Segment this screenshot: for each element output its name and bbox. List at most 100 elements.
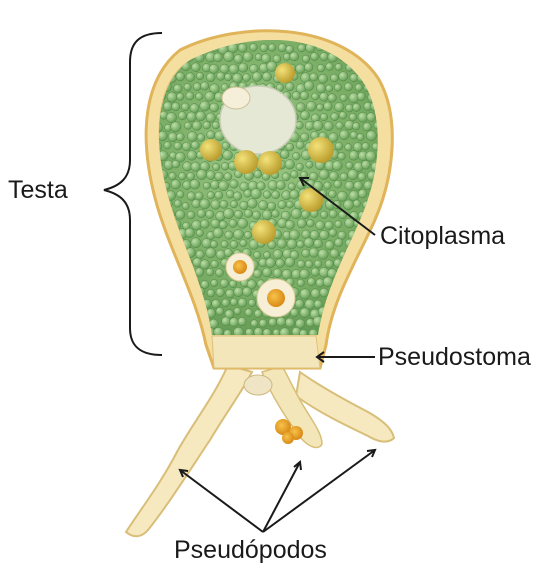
green-vesicle — [195, 268, 204, 277]
green-vesicle — [211, 260, 219, 268]
green-vesicle — [376, 328, 386, 338]
green-vesicle — [171, 277, 181, 287]
green-vesicle — [200, 260, 210, 270]
green-vesicle — [278, 43, 286, 51]
green-vesicle — [340, 94, 347, 101]
green-vesicle — [176, 329, 184, 337]
green-vesicle — [229, 318, 238, 327]
green-vesicle — [353, 43, 363, 53]
green-vesicle — [302, 249, 310, 257]
green-vesicle — [181, 300, 190, 309]
green-vesicle — [340, 173, 348, 181]
green-vesicle — [300, 91, 309, 100]
yellow-body — [275, 63, 295, 83]
food-vacuole-orange — [267, 289, 285, 307]
green-vesicle — [332, 161, 342, 171]
green-vesicle — [285, 220, 294, 229]
green-vesicle — [367, 113, 376, 122]
green-vesicle — [244, 209, 252, 217]
green-vesicle — [329, 229, 337, 237]
green-vesicle — [223, 208, 233, 218]
green-vesicle — [250, 43, 258, 51]
green-vesicle — [252, 211, 260, 219]
green-vesicle — [290, 52, 299, 61]
green-vesicle — [213, 228, 223, 238]
green-vesicle — [267, 202, 275, 210]
green-vesicle — [187, 132, 197, 142]
green-vesicle — [152, 278, 162, 288]
green-vesicle — [222, 142, 230, 150]
green-vesicle — [219, 221, 227, 229]
green-vesicle — [195, 192, 203, 200]
green-vesicle — [377, 52, 387, 62]
green-vesicle — [357, 134, 364, 141]
green-vesicle — [325, 241, 334, 250]
green-vesicle — [324, 182, 332, 190]
green-vesicle — [179, 172, 187, 180]
arrow-pseudopod-right — [263, 450, 375, 532]
green-vesicle — [173, 317, 182, 326]
green-vesicle — [319, 169, 329, 179]
green-vesicle — [172, 160, 180, 168]
green-vesicle — [349, 191, 359, 201]
green-vesicle — [372, 318, 381, 327]
green-vesicle — [300, 133, 309, 142]
green-vesicle — [347, 327, 354, 334]
green-vesicle — [337, 327, 346, 336]
green-vesicle — [362, 143, 370, 151]
green-vesicle — [306, 161, 313, 168]
green-vesicle — [334, 84, 341, 91]
green-vesicle — [359, 328, 367, 336]
green-vesicle — [174, 200, 181, 207]
green-vesicle — [305, 260, 313, 268]
label-pseudostoma: Pseudostoma — [378, 345, 531, 370]
green-vesicle — [335, 221, 342, 228]
green-vesicle — [358, 173, 366, 181]
green-vesicle — [363, 297, 373, 307]
green-vesicle — [234, 287, 244, 297]
green-vesicle — [311, 289, 321, 299]
green-vesicle — [201, 280, 209, 288]
green-vesicle — [297, 241, 305, 249]
green-vesicle — [217, 72, 225, 80]
green-vesicle — [191, 238, 201, 248]
green-vesicle — [316, 83, 326, 93]
green-vesicle — [203, 182, 210, 189]
green-vesicle — [210, 241, 217, 248]
green-vesicle — [190, 179, 200, 189]
green-vesicle — [240, 201, 249, 210]
green-vesicle — [372, 45, 380, 53]
green-vesicle — [304, 81, 314, 91]
green-vesicle — [230, 298, 237, 305]
green-vesicle — [221, 241, 228, 248]
green-vesicle — [187, 112, 197, 122]
cytoplasm — [150, 40, 390, 340]
green-vesicle — [215, 191, 223, 199]
green-vesicle — [166, 112, 176, 122]
green-vesicle — [230, 241, 238, 249]
green-vesicle — [344, 319, 353, 328]
green-vesicle — [168, 269, 176, 277]
green-vesicle — [213, 163, 220, 170]
green-vesicle — [212, 122, 220, 130]
green-vesicle — [206, 248, 216, 258]
green-vesicle — [273, 250, 283, 260]
green-vesicle — [336, 122, 344, 130]
food-vacuole-orange — [282, 432, 294, 444]
yellow-body — [258, 151, 282, 175]
green-vesicle — [197, 169, 207, 179]
green-vesicle — [285, 159, 295, 169]
green-vesicle — [311, 268, 319, 276]
green-vesicle — [377, 309, 386, 318]
green-vesicle — [225, 73, 232, 80]
green-vesicle — [159, 308, 167, 316]
green-vesicle — [184, 122, 191, 129]
green-vesicle — [239, 63, 248, 72]
green-vesicle — [186, 73, 195, 82]
green-vesicle — [222, 317, 231, 326]
green-vesicle — [188, 327, 196, 335]
green-vesicle — [310, 73, 318, 81]
green-vesicle — [314, 300, 322, 308]
vacuole-upper — [222, 87, 250, 109]
